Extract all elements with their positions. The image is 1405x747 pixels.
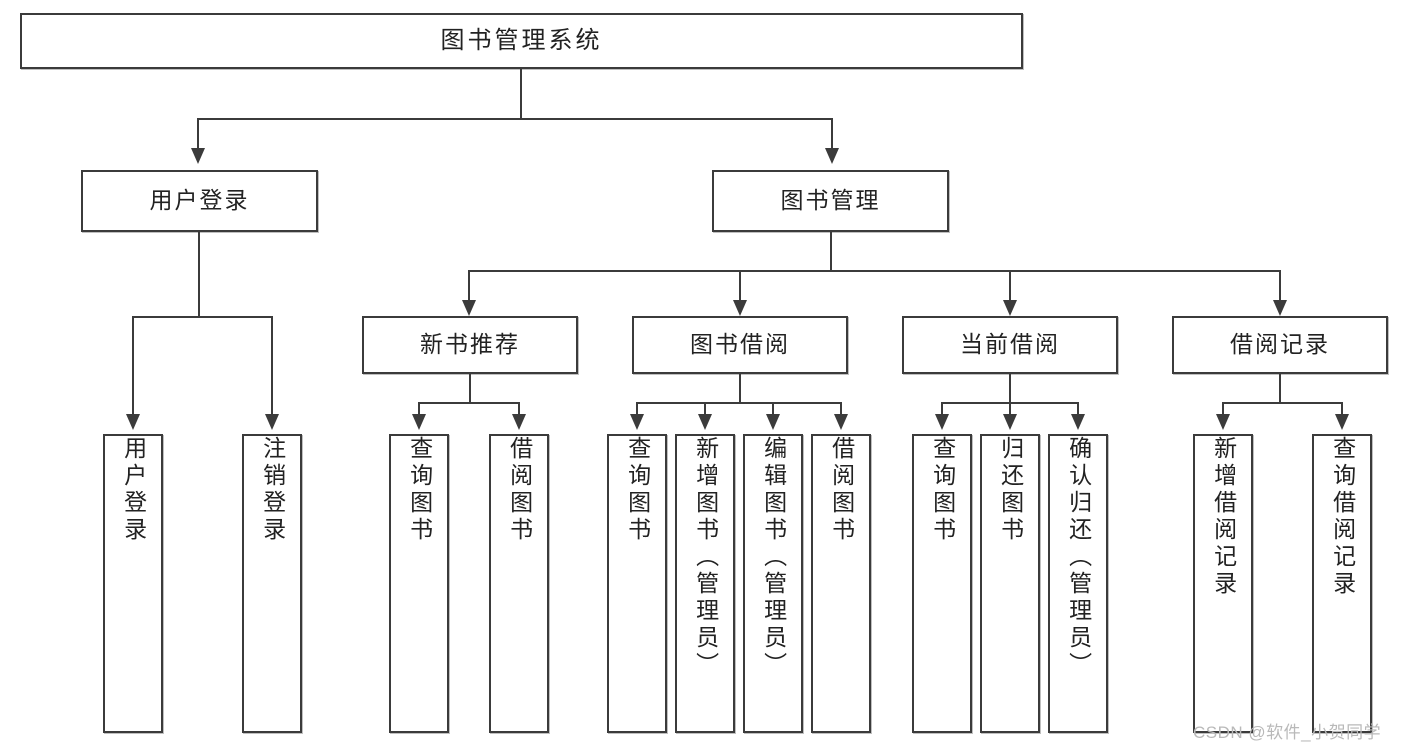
- node-leaf-logout[interactable]: 注销登录: [242, 434, 302, 733]
- node-borrow-record[interactable]: 借阅记录: [1172, 316, 1388, 374]
- node-leaf-query-book-3-label: 查询图书: [929, 436, 956, 544]
- connector-cb-drop-1: [941, 402, 943, 416]
- arrowhead-leaf-borrow-book-2: [834, 414, 848, 430]
- arrowhead-borrow-record: [1273, 300, 1287, 316]
- connector-br-drop-2: [1341, 402, 1343, 416]
- arrowhead-leaf-logout: [265, 414, 279, 430]
- node-user-login[interactable]: 用户登录: [81, 170, 318, 232]
- node-leaf-add-book-admin[interactable]: 新增图书（管理员）: [675, 434, 735, 733]
- node-leaf-query-book-3[interactable]: 查询图书: [912, 434, 972, 733]
- connector-book-manage-stem: [830, 232, 832, 270]
- arrowhead-new-book-recommend: [462, 300, 476, 316]
- node-leaf-add-book-admin-label: 新增图书（管理员）: [692, 436, 719, 679]
- arrowhead-current-borrow: [1003, 300, 1017, 316]
- connector-nbr-drop-2: [518, 402, 520, 416]
- node-new-book-recommend-label: 新书推荐: [420, 331, 520, 358]
- connector-br-drop-1: [1222, 402, 1224, 416]
- node-leaf-add-borrow-record-label: 新增借阅记录: [1210, 436, 1237, 598]
- arrowhead-leaf-query-book-1: [412, 414, 426, 430]
- connector-bb-drop-1: [636, 402, 638, 416]
- arrowhead-leaf-confirm-return-admin: [1071, 414, 1085, 430]
- node-book-manage[interactable]: 图书管理: [712, 170, 949, 232]
- node-leaf-user-login-label: 用户登录: [120, 436, 147, 544]
- node-leaf-query-borrow-record[interactable]: 查询借阅记录: [1312, 434, 1372, 733]
- connector-borrow-record-bus: [1222, 402, 1342, 404]
- arrowhead-book-manage: [825, 148, 839, 164]
- node-leaf-borrow-book-1[interactable]: 借阅图书: [489, 434, 549, 733]
- connector-book-manage-bus: [468, 270, 1280, 272]
- connector-borrow-record-stem: [1279, 374, 1281, 402]
- arrowhead-book-borrow: [733, 300, 747, 316]
- connector-user-login-stem: [198, 232, 200, 316]
- connector-root-to-book-manage: [831, 118, 833, 150]
- connector-book-borrow-bus: [636, 402, 842, 404]
- node-root[interactable]: 图书管理系统: [20, 13, 1023, 69]
- connector-root-to-user-login: [197, 118, 199, 150]
- node-current-borrow[interactable]: 当前借阅: [902, 316, 1118, 374]
- node-leaf-return-book[interactable]: 归还图书: [980, 434, 1040, 733]
- node-leaf-user-login[interactable]: 用户登录: [103, 434, 163, 733]
- node-leaf-query-book-2-label: 查询图书: [624, 436, 651, 544]
- connector-root-stem: [520, 69, 522, 118]
- node-book-borrow[interactable]: 图书借阅: [632, 316, 848, 374]
- connector-to-current-borrow: [1009, 270, 1011, 302]
- node-leaf-edit-book-admin-label: 编辑图书（管理员）: [760, 436, 787, 679]
- node-leaf-add-borrow-record[interactable]: 新增借阅记录: [1193, 434, 1253, 733]
- connector-to-borrow-record: [1279, 270, 1281, 302]
- connector-nbr-drop-1: [418, 402, 420, 416]
- node-book-borrow-label: 图书借阅: [690, 331, 790, 358]
- connector-new-book-recommend-bus: [418, 402, 520, 404]
- connector-current-borrow-stem: [1009, 374, 1011, 402]
- node-borrow-record-label: 借阅记录: [1230, 331, 1330, 358]
- node-leaf-query-book-1-label: 查询图书: [406, 436, 433, 544]
- node-current-borrow-label: 当前借阅: [960, 331, 1060, 358]
- arrowhead-leaf-query-book-3: [935, 414, 949, 430]
- arrowhead-leaf-query-book-2: [630, 414, 644, 430]
- node-leaf-borrow-book-1-label: 借阅图书: [506, 436, 533, 544]
- arrowhead-leaf-return-book: [1003, 414, 1017, 430]
- node-root-label: 图书管理系统: [440, 26, 603, 54]
- node-leaf-query-book-2[interactable]: 查询图书: [607, 434, 667, 733]
- connector-new-book-recommend-stem: [469, 374, 471, 402]
- node-leaf-query-book-1[interactable]: 查询图书: [389, 434, 449, 733]
- connector-bb-drop-3: [772, 402, 774, 416]
- arrowhead-leaf-edit-book-admin: [766, 414, 780, 430]
- node-leaf-confirm-return-admin[interactable]: 确认归还（管理员）: [1048, 434, 1108, 733]
- csdn-watermark: CSDN @软件_小贺同学: [1193, 723, 1382, 742]
- node-leaf-edit-book-admin[interactable]: 编辑图书（管理员）: [743, 434, 803, 733]
- arrowhead-user-login: [191, 148, 205, 164]
- connector-to-new-book-recommend: [468, 270, 470, 302]
- node-leaf-query-borrow-record-label: 查询借阅记录: [1329, 436, 1356, 598]
- connector-cb-drop-2: [1009, 402, 1011, 416]
- node-book-manage-label: 图书管理: [780, 187, 881, 214]
- connector-user-login-drop-1: [132, 316, 134, 416]
- node-leaf-borrow-book-2[interactable]: 借阅图书: [811, 434, 871, 733]
- node-leaf-borrow-book-2-label: 借阅图书: [828, 436, 855, 544]
- connector-user-login-drop-2: [271, 316, 273, 416]
- node-leaf-return-book-label: 归还图书: [997, 436, 1024, 544]
- arrowhead-leaf-add-book-admin: [698, 414, 712, 430]
- connector-to-book-borrow: [739, 270, 741, 302]
- connector-bb-drop-4: [840, 402, 842, 416]
- connector-bb-drop-2: [704, 402, 706, 416]
- node-leaf-confirm-return-admin-label: 确认归还（管理员）: [1065, 436, 1092, 679]
- node-new-book-recommend[interactable]: 新书推荐: [362, 316, 578, 374]
- node-leaf-logout-label: 注销登录: [259, 436, 286, 544]
- node-user-login-label: 用户登录: [149, 187, 250, 214]
- connector-cb-drop-3: [1077, 402, 1079, 416]
- arrowhead-leaf-borrow-book-1: [512, 414, 526, 430]
- connector-user-login-bus: [132, 316, 272, 318]
- connector-book-borrow-stem: [739, 374, 741, 402]
- connector-root-bus: [197, 118, 833, 120]
- arrowhead-leaf-user-login: [126, 414, 140, 430]
- arrowhead-leaf-add-borrow-record: [1216, 414, 1230, 430]
- arrowhead-leaf-query-borrow-record: [1335, 414, 1349, 430]
